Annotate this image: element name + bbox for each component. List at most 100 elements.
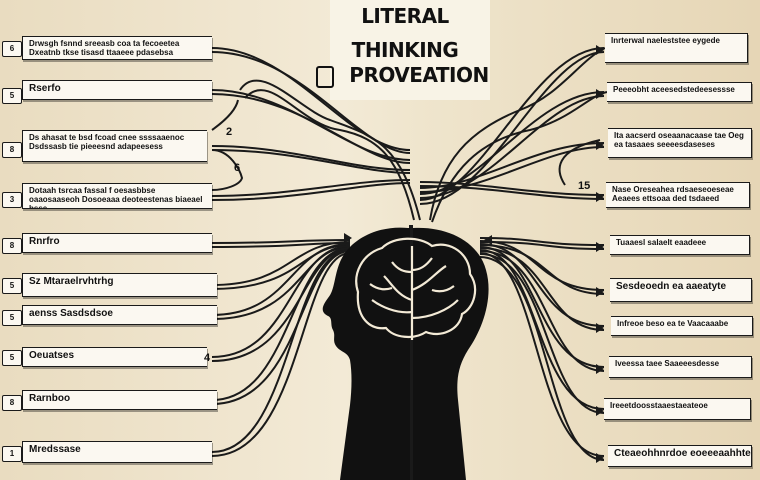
left-box-text: aenss Sasdsdsoe (29, 308, 113, 319)
bracket-connector (211, 149, 244, 191)
top-connector (239, 79, 421, 221)
left-box-text: Sz Mtaraelrvhtrhg (29, 276, 114, 287)
left-connector (211, 47, 411, 151)
left-box-number: 5 (2, 350, 22, 366)
title-line-3: PROVEATION (349, 63, 489, 87)
left-box-number: 8 (2, 142, 22, 158)
right-box-text: Ita aacserd oseaanacaase tae Oeg ea tasa… (614, 131, 744, 149)
left-box-1: Drwsgh fsnnd sreeasb coa ta fecoeetea Dx… (22, 36, 212, 60)
left-box-7: aenss Sasdsdsoe (22, 305, 217, 325)
right-connector (419, 47, 605, 201)
left-box-number: 5 (2, 88, 22, 104)
left-connector (211, 245, 351, 358)
right-arrow-head (596, 323, 604, 333)
left-connector (211, 249, 351, 453)
brain-icon (355, 237, 477, 340)
right-box-3: Ita aacserd oseaanacaase tae Oeg ea tasa… (608, 128, 752, 158)
left-connector (211, 51, 411, 154)
mid-label: 6 (234, 162, 241, 174)
left-connector (211, 247, 351, 401)
left-box-text: Mredssase (29, 444, 81, 455)
right-box-6: Sesdeoedn ea aaeatyte (610, 278, 752, 302)
left-box-10: Mredssase (22, 441, 212, 463)
right-box-10: Cteaeohhnrdoe eoeeeaahhtesede (608, 445, 752, 467)
right-connector (479, 250, 605, 372)
left-box-8: Oeuatses (22, 347, 207, 367)
left-box-6: Sz Mtaraelrvhtrhg (22, 273, 217, 297)
title-line-1: LITERAL (361, 4, 449, 28)
mid-label: 2 (226, 126, 233, 138)
mid-label: 4 (204, 352, 211, 364)
left-box-text: Dotaah tsrcaa fassal f oesasbbse oaaosaa… (29, 186, 203, 209)
right-box-text: Peeeobht aceesedstedeesessse (613, 85, 735, 94)
left-connector (211, 149, 411, 174)
right-connector (419, 181, 605, 196)
left-connector (211, 241, 351, 286)
right-arrow-head (596, 45, 604, 55)
left-box-text: Rserfo (29, 83, 61, 94)
right-box-9: Ireeetdoosstaaestaeateoe (604, 398, 751, 420)
right-box-8: Iveessa taee Saaeeesdesse (609, 356, 752, 378)
left-box-number: 8 (2, 238, 22, 254)
left-arrow-head (344, 233, 352, 243)
right-box-text: Iveessa taee Saaeeesdesse (615, 359, 720, 368)
left-box-number: 5 (2, 310, 22, 326)
left-connector (211, 252, 351, 457)
right-connector (479, 240, 605, 291)
center-divider (409, 225, 413, 480)
left-connector (211, 179, 411, 197)
left-connector (211, 243, 351, 316)
right-box-2: Peeeobht aceesedstedeesessse (607, 82, 752, 102)
left-box-3: Ds ahasat te bsd fcoad cnee ssssaaenoc D… (22, 130, 207, 162)
left-box-number: 3 (2, 192, 22, 208)
right-connector (479, 246, 605, 368)
left-box-number: 8 (2, 395, 22, 411)
head-profile (322, 227, 410, 480)
left-connector (211, 145, 411, 171)
right-arrow-head (596, 453, 604, 463)
right-connector (479, 237, 605, 246)
right-connector (419, 95, 605, 199)
right-box-text: Inrterwal naeleststee eygede (611, 36, 720, 45)
left-box-9: Rarnboo (22, 390, 217, 410)
right-connector (479, 253, 605, 414)
right-arrow-head (596, 192, 604, 202)
left-box-4: Dotaah tsrcaa fassal f oesasbbse oaaosaa… (22, 183, 212, 209)
right-connector (419, 51, 605, 205)
left-box-text: Rnrfro (29, 236, 60, 247)
right-connector (479, 256, 605, 461)
right-connector (419, 185, 605, 200)
left-connector (211, 239, 351, 244)
right-arrow-head (484, 235, 492, 245)
right-connector (479, 243, 605, 327)
title-bulb-icon (316, 66, 334, 88)
left-box-number: 6 (2, 41, 22, 57)
left-box-text: Drwsgh fsnnd sreeasb coa ta fecoeetea Dx… (29, 39, 180, 57)
title-panel (330, 0, 490, 100)
right-box-text: Sesdeoedn ea aaeatyte (616, 281, 727, 292)
right-connector (479, 244, 605, 295)
right-connector (419, 146, 605, 193)
left-box-2: Rserfo (22, 80, 212, 100)
right-connector (479, 247, 605, 331)
left-box-text: Rarnboo (29, 393, 71, 404)
bracket-connector (211, 99, 239, 131)
right-arrow-head (596, 287, 604, 297)
right-box-5: Tuaaesl salaelt eaadeee (610, 235, 750, 255)
right-box-text: Ireeetdoosstaaestaeateoe (610, 401, 708, 410)
right-connector (479, 241, 605, 250)
right-arrow-head (596, 89, 604, 99)
right-box-4: Nase Oreseahea rdsaeseoeseae Aeaees etts… (606, 182, 750, 208)
mid-label: 15 (578, 180, 591, 192)
left-box-5: Rnrfro (22, 233, 212, 253)
right-arrow-head (596, 242, 604, 252)
bracket-connector (558, 139, 601, 186)
title-line-2: THINKING (351, 38, 459, 62)
left-box-text: Oeuatses (29, 350, 75, 361)
right-box-1: Inrterwal naeleststee eygede (605, 33, 748, 63)
right-arrow-head (596, 140, 604, 150)
right-box-text: Infreoe beso ea te Vaacaaabe (617, 319, 729, 328)
